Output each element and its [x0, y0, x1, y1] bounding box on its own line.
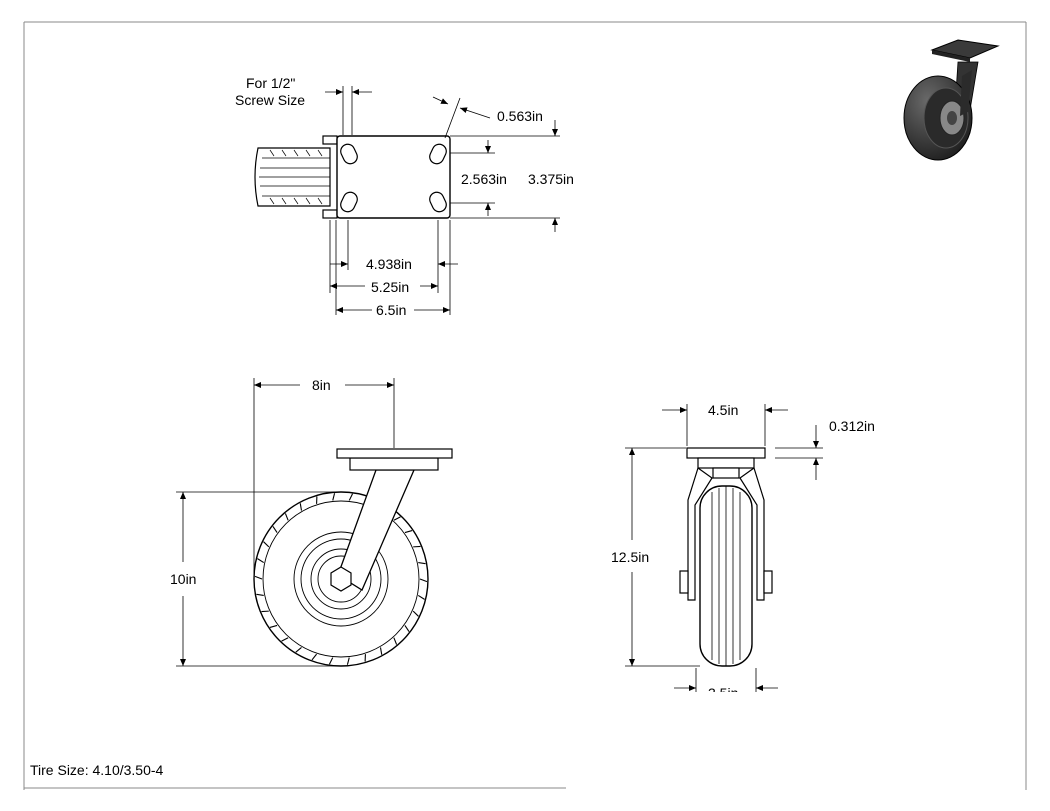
- tread-mark: [393, 516, 401, 521]
- side-view-dimensions: [176, 378, 395, 667]
- dim-wheel-diameter: 10in: [170, 571, 196, 587]
- tread-mark: [284, 513, 289, 521]
- dim-plate-length: 6.5in: [376, 302, 406, 318]
- dim-hole-spacing-horizontal: 4.938in: [366, 256, 412, 272]
- caster-iso-render: [903, 39, 1000, 161]
- tread-mark: [272, 526, 278, 533]
- tread-mark: [263, 541, 270, 548]
- tread-mark: [328, 657, 334, 665]
- tread-mark: [418, 562, 426, 565]
- tire-size-note: Tire Size: 4.10/3.50-4: [30, 762, 164, 778]
- top-view: [254, 135, 451, 219]
- tread-mark: [254, 575, 263, 580]
- dim-plate-width: 4.5in: [708, 402, 738, 418]
- front-view-dimensions: [625, 404, 823, 692]
- dim-swivel-offset: 8in: [312, 377, 331, 393]
- dim-slot-span: 5.25in: [371, 279, 409, 295]
- dim-tire-width: 3.5in: [708, 685, 738, 701]
- drawing-border: [23, 21, 1027, 790]
- tread-mark: [281, 637, 289, 642]
- tread-mark: [404, 530, 413, 534]
- side-view-caster: [253, 448, 453, 667]
- screw-note-line1: For 1/2": [246, 75, 295, 91]
- tread-mark: [379, 647, 383, 655]
- top-view-dimensions: [325, 86, 560, 315]
- tread-mark: [404, 625, 410, 632]
- tread-mark: [332, 493, 336, 501]
- front-view-caster: [679, 447, 773, 667]
- dim-plate-thickness: 0.312in: [829, 418, 875, 434]
- tread-mark: [299, 503, 303, 511]
- tread-mark: [257, 558, 265, 564]
- tread-mark: [311, 653, 318, 661]
- tread-mark: [269, 624, 278, 628]
- dim-plate-width-short: 3.375in: [528, 171, 574, 187]
- tread-mark: [393, 637, 398, 645]
- tread-mark: [346, 657, 350, 665]
- tread-mark: [412, 610, 419, 617]
- tire-width-label-clip: 3.5in: [708, 685, 738, 701]
- dim-hole-spacing-vertical: 2.563in: [461, 171, 507, 187]
- dim-slot-offset: 0.563in: [497, 108, 543, 124]
- tread-mark: [256, 593, 264, 596]
- tread-mark: [348, 493, 354, 501]
- tread-mark: [295, 646, 302, 653]
- tread-mark: [417, 594, 425, 600]
- screw-note-line2: Screw Size: [235, 92, 305, 108]
- tread-mark: [419, 578, 428, 583]
- dim-overall-height: 12.5in: [611, 549, 649, 565]
